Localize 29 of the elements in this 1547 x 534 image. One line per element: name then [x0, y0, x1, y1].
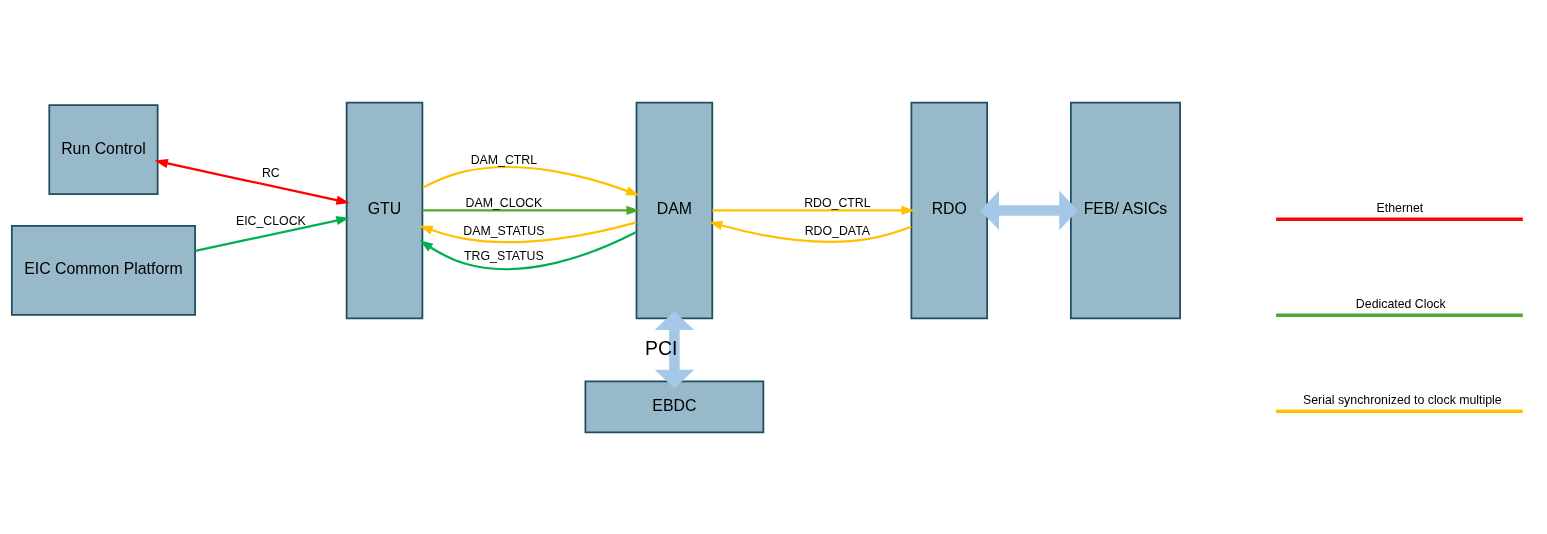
edge-label: RDO_DATA [804, 223, 871, 238]
edge-label: RC [261, 165, 280, 180]
node-box: EBDC [584, 380, 765, 433]
arrow [422, 205, 640, 215]
arrow [712, 205, 915, 215]
legend-label: Dedicated Clock [1355, 296, 1446, 311]
arrow [419, 230, 637, 270]
node-box: Run Control [48, 103, 159, 195]
arrow [195, 215, 350, 252]
arrow [154, 158, 350, 205]
arrow [419, 220, 637, 243]
arrow [980, 190, 1078, 230]
edge-label: DAM_CTRL [470, 152, 538, 167]
edge-label: EIC_CLOCK [235, 213, 306, 228]
arrow [422, 165, 640, 195]
edge-label: DAM_CLOCK [465, 195, 543, 210]
node-box: RDO [910, 101, 989, 319]
edge-label: DAM_STATUS [463, 223, 545, 238]
node-box: EIC Common Platform [10, 224, 196, 316]
edge-label: PCI [645, 336, 678, 359]
legend-label: Serial synchronized to clock multiple [1303, 392, 1502, 407]
edge-label: RDO_CTRL [804, 195, 871, 210]
node-box: FEB/ ASICs [1069, 101, 1181, 319]
legend-label: Ethernet [1376, 200, 1424, 215]
arrow [709, 220, 912, 243]
node-box: GTU [345, 101, 424, 319]
node-box: DAM [635, 101, 714, 319]
edge-label: TRG_STATUS [464, 248, 544, 263]
arrow [654, 310, 695, 389]
